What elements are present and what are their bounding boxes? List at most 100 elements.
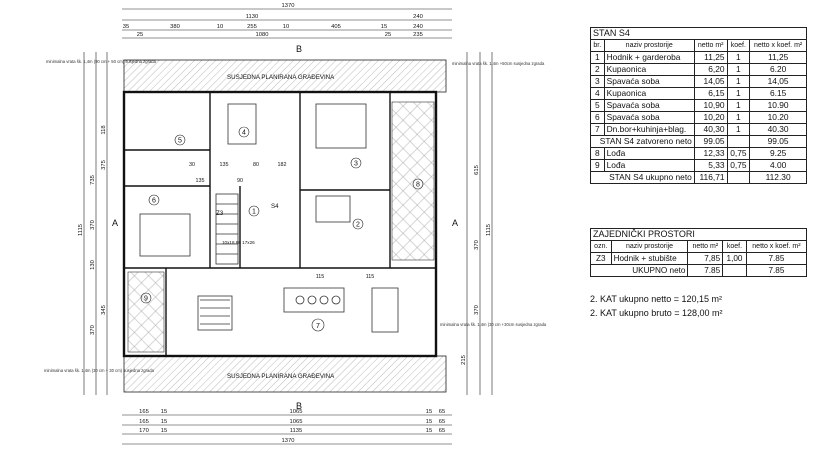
stan-header-naziv: naziv prostorije [603, 39, 695, 52]
cell-netto: 6,15 [693, 87, 728, 100]
cell-netto: 5,33 [693, 159, 728, 172]
dim-bottom-r1-2: 1065 [290, 409, 303, 415]
cell-netto: 10,90 [693, 99, 728, 112]
cell-netto: 6,20 [693, 63, 728, 76]
section-b-top: B [296, 44, 302, 54]
cell-koef: 1 [726, 75, 751, 88]
dim-left-seg-2: 345 [101, 305, 107, 315]
floor-plan-drawing: B B A A SUSJEDNA PLANIRANA GRAĐEVINA SUS… [44, 3, 547, 445]
cell-nk: 10.90 [749, 99, 807, 112]
cell-netto: 10,20 [693, 111, 728, 124]
cell-netto: 11,25 [693, 51, 728, 64]
zaj-header-koef: koef. [722, 240, 747, 253]
cell-koef: 0,75 [726, 159, 751, 172]
window-note-4: minimalna vrata šk. 1,4m (30 cm +30cm su… [440, 322, 547, 327]
cell-nk: 7.85 [745, 252, 808, 265]
dim-top-row3-2: 25 [385, 32, 391, 38]
cell-naziv: Lođa [603, 147, 695, 160]
room-number-3: 3 [354, 161, 358, 168]
zaj-header-naziv: naziv prostorije [610, 240, 689, 253]
stan-s4-table: STAN S4 br. naziv prostorije netto m² ko… [590, 27, 807, 184]
room-number-6: 6 [152, 198, 156, 205]
summary-netto: 2. KAT ukupno netto = 120,15 m² [590, 294, 723, 304]
stair-note: 10x16.68 17x26 [222, 240, 255, 245]
dim-bottom-r3-0: 170 [139, 428, 149, 434]
dim-top-row2-3: 255 [247, 24, 257, 30]
section-a-right: A [452, 218, 458, 228]
cell-ozn: Z3 [590, 252, 612, 265]
zaj-header-ozn: ozn. [590, 240, 612, 253]
window-note-3: minimalna vrata šk. 1,4m (30 cm + 30 cm)… [44, 368, 155, 373]
dim-int-4: 115 [316, 274, 325, 280]
window-note-2: minimalna vrata šk. 1,4m +50cm susjedna … [452, 61, 545, 66]
cell-br: 1 [590, 51, 605, 64]
cell-br: 5 [590, 99, 605, 112]
dim-bottom-r1-3: 15 [426, 409, 432, 415]
neighbor-bottom-label: SUSJEDNA PLANIRANA GRAĐEVINA [227, 373, 335, 380]
dim-top-row2-5: 405 [331, 24, 341, 30]
ukupno-netto: 116,71 [693, 171, 728, 184]
room-number-5: 5 [178, 138, 182, 145]
dim-bottom-r1-0: 165 [139, 409, 149, 415]
zatvoreno-label: STAN S4 zatvoreno neto [590, 135, 695, 148]
cell-netto: 12,33 [693, 147, 728, 160]
dim-left-seg-1: 375 [101, 160, 107, 170]
dim-bottom-r2-4: 65 [439, 419, 445, 425]
dim-bottom-r2-0: 165 [139, 419, 149, 425]
dim-left-outer: 1115 [78, 224, 84, 236]
dim-int-6: 135 [196, 178, 205, 184]
cell-nk: 14,05 [749, 75, 807, 88]
dim-bottom-r3-3: 15 [426, 428, 432, 434]
dim-right-seg-2: 370 [474, 305, 480, 315]
dim-left-seg-5: 370 [90, 325, 96, 335]
zaj-ukupno-nk: 7.85 [745, 264, 808, 277]
zajednicki-title: ZAJEDNIČKI PROSTORI [590, 228, 807, 241]
room-number-7: 7 [316, 323, 320, 330]
dim-top-row2-1: 380 [170, 24, 180, 30]
dim-top-1130: 1130 [246, 14, 258, 20]
stan-header-br: br. [590, 39, 605, 52]
cell-koef: 1 [726, 87, 751, 100]
cell-naziv: Kupaonica [603, 63, 695, 76]
dim-int-5: 115 [366, 274, 375, 280]
window-note-1: minimalna vrata šk. 1,4m (90 cm + 50 cm)… [46, 59, 157, 64]
cell-br: 8 [590, 147, 605, 160]
ukupno-nk: 112.30 [749, 171, 807, 184]
cell-naziv: Hodnik + stubište [610, 252, 689, 265]
dim-int-1: 135 [220, 162, 229, 168]
neighbor-top-label: SUSJEDNA PLANIRANA GRAĐEVINA [227, 74, 335, 81]
room-number-8: 8 [416, 182, 420, 189]
dim-int-2: 80 [253, 162, 259, 168]
zaj-header-netto: netto m² [687, 240, 724, 253]
dim-bottom-r3-4: 65 [439, 428, 445, 434]
room-number-2: 2 [356, 222, 360, 229]
dim-int-7: 90 [237, 178, 243, 184]
cell-netto: 14,05 [693, 75, 728, 88]
cell-nk: 6.20 [749, 63, 807, 76]
dim-right-seg-0: 615 [474, 165, 480, 175]
table-row: Z3 Hodnik + stubište 7,85 1,00 7.85 [590, 252, 808, 265]
dim-top-row2-0: 35 [123, 24, 129, 30]
dim-top-row2-2: 10 [217, 24, 223, 30]
cell-naziv: Spavaća soba [603, 111, 695, 124]
cell-naziv: Spavaća soba [603, 75, 695, 88]
zaj-ukupno-netto: 7.85 [687, 264, 724, 277]
cell-br: 9 [590, 159, 605, 172]
dim-right-outer: 1115 [486, 224, 492, 236]
dim-top-row3-1: 1080 [256, 32, 269, 38]
stair-zone-label: Z3 [216, 210, 224, 217]
cell-koef: 1 [726, 63, 751, 76]
cell-netto: 7,85 [687, 252, 724, 265]
zatvoreno-netto: 99.05 [693, 135, 728, 148]
cell-naziv: Hodnik + garderoba [603, 51, 695, 64]
dim-left-seg-3: 130 [90, 260, 96, 270]
dim-top-row2-7: 240 [413, 24, 423, 30]
cell-koef: 0,75 [726, 147, 751, 160]
dim-left-seg-4: 370 [90, 220, 96, 230]
dim-left-735: 735 [90, 175, 96, 185]
